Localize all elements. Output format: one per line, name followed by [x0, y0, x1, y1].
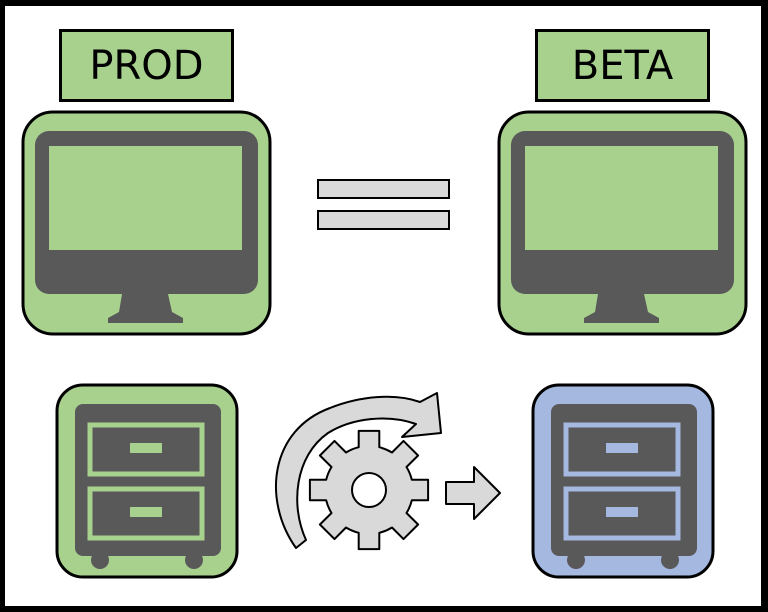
beta-database-icon — [531, 383, 715, 579]
beta-monitor-icon — [497, 110, 748, 336]
equals-icon — [317, 179, 450, 230]
prod-label: PROD — [59, 29, 234, 102]
beta-label: BETA — [535, 29, 710, 102]
right-arrow-icon — [445, 466, 501, 520]
prod-database-icon — [55, 383, 239, 579]
prod-monitor-icon — [21, 110, 272, 336]
gear-icon — [308, 429, 430, 551]
prod-label-text: PROD — [89, 42, 204, 89]
circular-arrow-icon — [275, 392, 442, 549]
beta-label-text: BETA — [571, 42, 674, 89]
